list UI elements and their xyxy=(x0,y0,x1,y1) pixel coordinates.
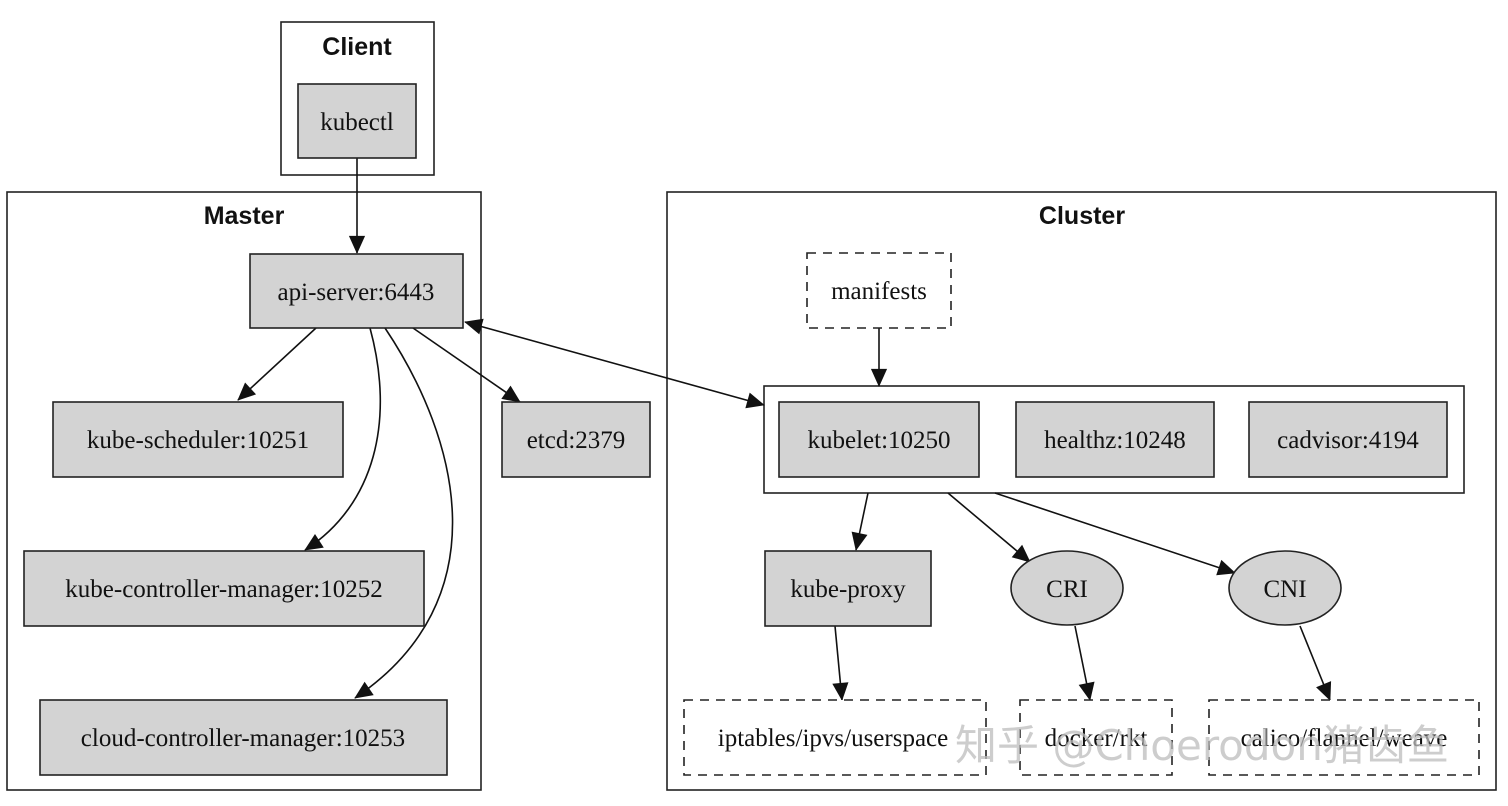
node-cri: CRI xyxy=(1010,550,1124,626)
kubelet-label: kubelet:10250 xyxy=(807,427,950,454)
cni-label: CNI xyxy=(1263,576,1306,603)
node-kubectl: kubectl xyxy=(297,83,417,159)
master-cluster: Master xyxy=(6,191,482,791)
node-kube-proxy: kube-proxy xyxy=(764,550,932,627)
node-cadvisor: cadvisor:4194 xyxy=(1248,401,1448,478)
edge-api-server-controller-manager xyxy=(304,327,382,551)
node-cni: CNI xyxy=(1228,550,1342,626)
edge-kubelet-kube-proxy xyxy=(851,492,869,551)
master-cluster-title: Master xyxy=(204,202,285,230)
kubelet-group-frame xyxy=(763,385,1465,494)
node-kube-controller-manager: kube-controller-manager:10252 xyxy=(23,550,425,627)
kubectl-label: kubectl xyxy=(320,109,394,136)
edge-api-server-etcd xyxy=(412,327,521,403)
cluster-cluster-title: Cluster xyxy=(1039,202,1125,230)
edge-api-server-scheduler xyxy=(237,327,317,401)
cluster-cluster-frame xyxy=(666,191,1497,791)
calico-label: calico/flannel/weave xyxy=(1241,725,1448,752)
node-docker: docker/rkt xyxy=(1019,699,1173,776)
kube-proxy-label: kube-proxy xyxy=(790,576,906,603)
cadvisor-label: cadvisor:4194 xyxy=(1277,427,1419,454)
kube-controller-manager-label: kube-controller-manager:10252 xyxy=(65,576,382,603)
node-api-server: api-server:6443 xyxy=(249,253,464,329)
manifests-label: manifests xyxy=(831,278,927,305)
api-server-label: api-server:6443 xyxy=(278,279,435,306)
cri-label: CRI xyxy=(1046,576,1088,603)
node-calico: calico/flannel/weave xyxy=(1208,699,1480,776)
edge-kubelet-cri xyxy=(947,492,1031,563)
node-etcd: etcd:2379 xyxy=(501,401,651,478)
edge-api-server-kubelet xyxy=(464,318,765,409)
node-iptables: iptables/ipvs/userspace xyxy=(683,699,987,776)
docker-label: docker/rkt xyxy=(1045,725,1148,752)
client-cluster-title: Client xyxy=(322,33,392,61)
edge-cri-docker xyxy=(1074,625,1095,701)
edge-api-server-cloud-controller xyxy=(354,327,454,699)
master-cluster-frame xyxy=(6,191,482,791)
node-manifests: manifests xyxy=(806,252,952,329)
node-kubelet: kubelet:10250 xyxy=(778,401,980,478)
node-healthz: healthz:10248 xyxy=(1015,401,1215,478)
cloud-controller-manager-label: cloud-controller-manager:10253 xyxy=(81,725,405,752)
node-cloud-controller-manager: cloud-controller-manager:10253 xyxy=(39,699,448,776)
cluster-cluster: Cluster xyxy=(666,191,1497,791)
node-kube-scheduler: kube-scheduler:10251 xyxy=(52,401,344,478)
watermark: 知乎 @Choerodon猪齿鱼 xyxy=(955,721,1449,770)
healthz-label: healthz:10248 xyxy=(1044,427,1186,454)
edge-kube-proxy-iptables xyxy=(832,625,849,701)
edges xyxy=(237,158,1332,701)
iptables-label: iptables/ipvs/userspace xyxy=(718,725,949,752)
etcd-label: etcd:2379 xyxy=(527,427,626,454)
edge-cni-calico xyxy=(1299,625,1332,701)
edge-kubelet-cni xyxy=(994,492,1236,576)
kube-scheduler-label: kube-scheduler:10251 xyxy=(87,427,309,454)
